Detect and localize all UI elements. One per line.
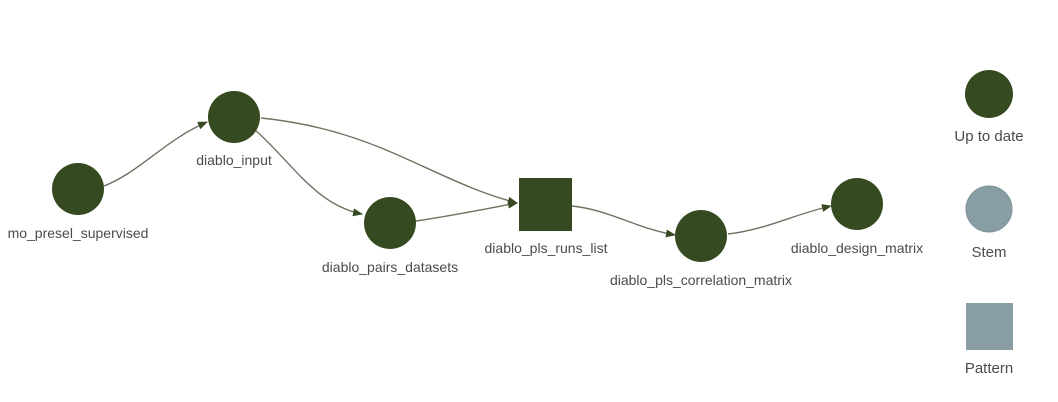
edge-mo-presel-supervised-to-diablo-input (103, 121, 208, 187)
legend-pattern-square (966, 303, 1013, 350)
edge-diablo-input-to-diablo-pls-runs-list (260, 117, 518, 205)
node-mo-presel-supervised-shape (52, 163, 104, 215)
node-diablo-pairs-datasets-label: diablo_pairs_datasets (322, 259, 458, 275)
edge-diablo-input-to-diablo-pairs-datasets (254, 129, 363, 217)
node-diablo-pls-correlation-matrix-shape (675, 210, 727, 262)
node-diablo-pls-runs-list-label: diablo_pls_runs_list (485, 240, 608, 256)
node-diablo-input[interactable]: diablo_input (196, 91, 272, 168)
node-diablo-design-matrix[interactable]: diablo_design_matrix (791, 178, 923, 256)
node-diablo-pls-correlation-matrix-label: diablo_pls_correlation_matrix (610, 272, 792, 288)
legend-up-to-date-label: Up to date (954, 128, 1023, 145)
legend-stem-label: Stem (971, 244, 1006, 261)
legend-item-up-to-date: Up to date (954, 70, 1024, 145)
edges (103, 117, 832, 238)
node-mo-presel-supervised-label: mo_presel_supervised (8, 225, 149, 241)
legend-up-to-date-circle (965, 70, 1013, 118)
node-diablo-pairs-datasets-shape (364, 197, 416, 249)
nodes: mo_presel_supervised diablo_input diablo… (8, 91, 923, 288)
legend: Up to date Stem Pattern (954, 70, 1024, 377)
edge-diablo-pairs-datasets-to-diablo-pls-runs-list (415, 200, 518, 222)
edge-diablo-pls-correlation-matrix-to-diablo-design-matrix (727, 204, 832, 235)
legend-stem-circle (965, 185, 1013, 233)
node-diablo-design-matrix-label: diablo_design_matrix (791, 240, 923, 256)
legend-item-pattern: Pattern (965, 303, 1013, 377)
node-diablo-input-shape (208, 91, 260, 143)
node-diablo-pls-correlation-matrix[interactable]: diablo_pls_correlation_matrix (610, 210, 792, 288)
node-diablo-pairs-datasets[interactable]: diablo_pairs_datasets (322, 197, 458, 275)
legend-item-stem: Stem (965, 185, 1013, 261)
node-diablo-pls-runs-list[interactable]: diablo_pls_runs_list (485, 178, 608, 256)
node-diablo-design-matrix-shape (831, 178, 883, 230)
node-mo-presel-supervised[interactable]: mo_presel_supervised (8, 163, 149, 241)
legend-pattern-label: Pattern (965, 360, 1013, 377)
edge-diablo-pls-runs-list-to-diablo-pls-correlation-matrix (571, 205, 676, 238)
node-diablo-pls-runs-list-shape (519, 178, 572, 231)
node-diablo-input-label: diablo_input (196, 152, 272, 168)
